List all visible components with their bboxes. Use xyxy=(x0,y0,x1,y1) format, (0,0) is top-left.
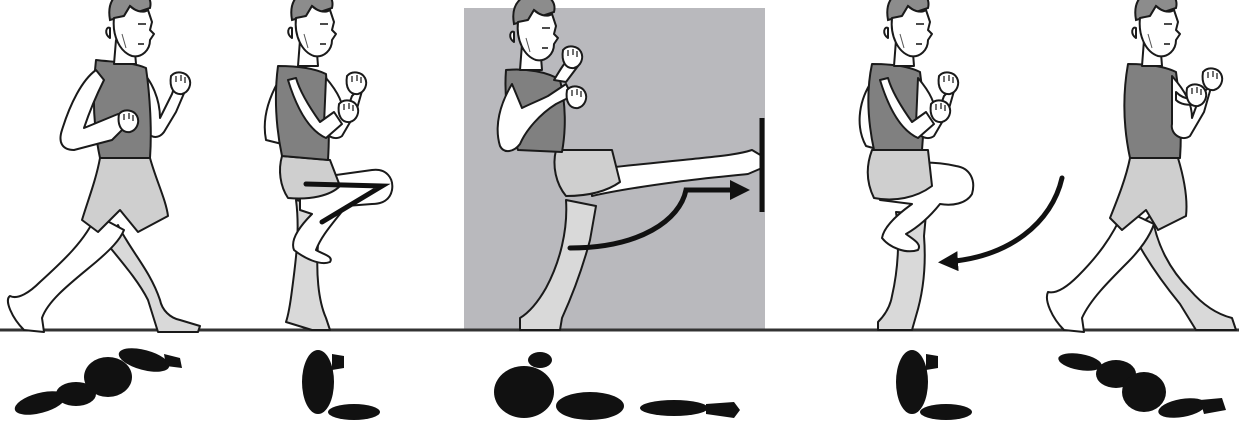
runner-figure-1 xyxy=(8,0,200,332)
runner-figure-4 xyxy=(860,0,1062,330)
footprint-silhouette-2 xyxy=(302,350,380,420)
runner-figure-5 xyxy=(1047,0,1236,332)
footprint-silhouette-4 xyxy=(896,350,972,420)
footprint-silhouette-3 xyxy=(494,352,740,420)
footprint-silhouette-5 xyxy=(1057,350,1226,421)
runner-figure-2 xyxy=(265,0,393,330)
footprint-silhouette-1 xyxy=(12,344,182,420)
